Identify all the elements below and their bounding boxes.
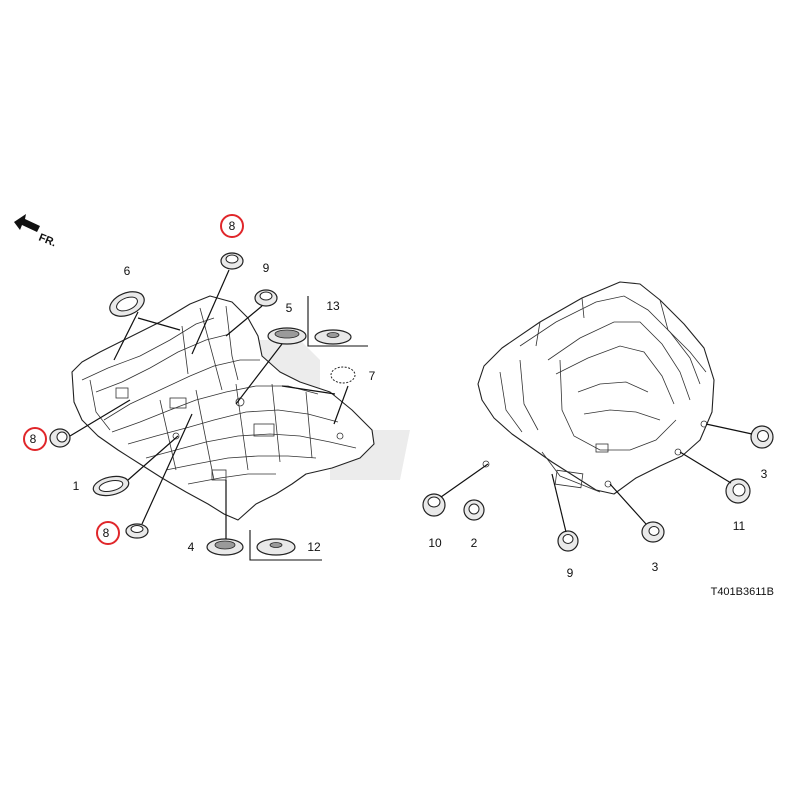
highlight-circle-8-left [23, 427, 47, 451]
grommet-part-8-top[interactable] [220, 252, 244, 270]
front-arrow-icon [14, 214, 40, 232]
callout-label[interactable]: 9 [263, 261, 270, 275]
seal-plug-part-4[interactable] [206, 538, 244, 556]
grommet-part-9-bottom[interactable] [557, 530, 579, 552]
leader-lines [69, 269, 753, 539]
grommet-part-2[interactable] [463, 499, 485, 521]
grommet-part-10[interactable] [422, 493, 446, 517]
seal-plug-part-5[interactable] [267, 327, 307, 345]
callout-label[interactable]: 2 [471, 536, 478, 550]
grommet-part-8-left[interactable] [49, 428, 71, 448]
round-plug-part-7[interactable] [330, 366, 356, 384]
callout-label[interactable]: 4 [188, 540, 195, 554]
callout-label[interactable]: 8 [30, 432, 37, 446]
callout-label[interactable]: 5 [286, 301, 293, 315]
callout-label[interactable]: 3 [761, 467, 768, 481]
oval-plug-part-6[interactable] [106, 287, 148, 321]
group-brackets [249, 296, 368, 561]
callout-label[interactable]: 6 [124, 264, 131, 278]
callout-label[interactable]: 3 [652, 560, 659, 574]
grommet-part-3-mid[interactable] [641, 521, 665, 543]
callout-label[interactable]: 9 [567, 566, 574, 580]
seal-plug-part-13[interactable] [314, 329, 352, 345]
callout-label[interactable]: 12 [307, 540, 321, 554]
grommet-part-8-bottom[interactable] [125, 523, 149, 539]
callout-label[interactable]: 10 [428, 536, 442, 550]
callout-labels: 8 6 9 5 13 7 8 1 8 4 12 10 2 9 3 11 3 [30, 219, 768, 580]
oval-plug-part-1[interactable] [92, 473, 131, 498]
rear-body-assembly [477, 281, 715, 495]
front-direction-indicator: FR. [14, 214, 58, 249]
callout-label[interactable]: 13 [326, 299, 340, 313]
callout-label[interactable]: 8 [103, 526, 110, 540]
seal-plug-part-12[interactable] [256, 538, 296, 556]
grommet-part-9-top[interactable] [254, 289, 278, 307]
callout-label[interactable]: 7 [369, 369, 376, 383]
highlight-circles [23, 214, 244, 545]
highlight-circle-8-bottom [96, 521, 120, 545]
grommet-part-11[interactable] [725, 478, 751, 504]
front-label: FR. [37, 232, 58, 250]
front-floor-assembly [71, 295, 375, 521]
callout-label[interactable]: 8 [229, 219, 236, 233]
diagram-code: T401B3611B [711, 586, 774, 598]
callout-label[interactable]: 1 [73, 479, 80, 493]
highlight-circle-8-top [220, 214, 244, 238]
grommet-part-3-right[interactable] [750, 425, 774, 449]
callout-label[interactable]: 11 [733, 519, 746, 533]
